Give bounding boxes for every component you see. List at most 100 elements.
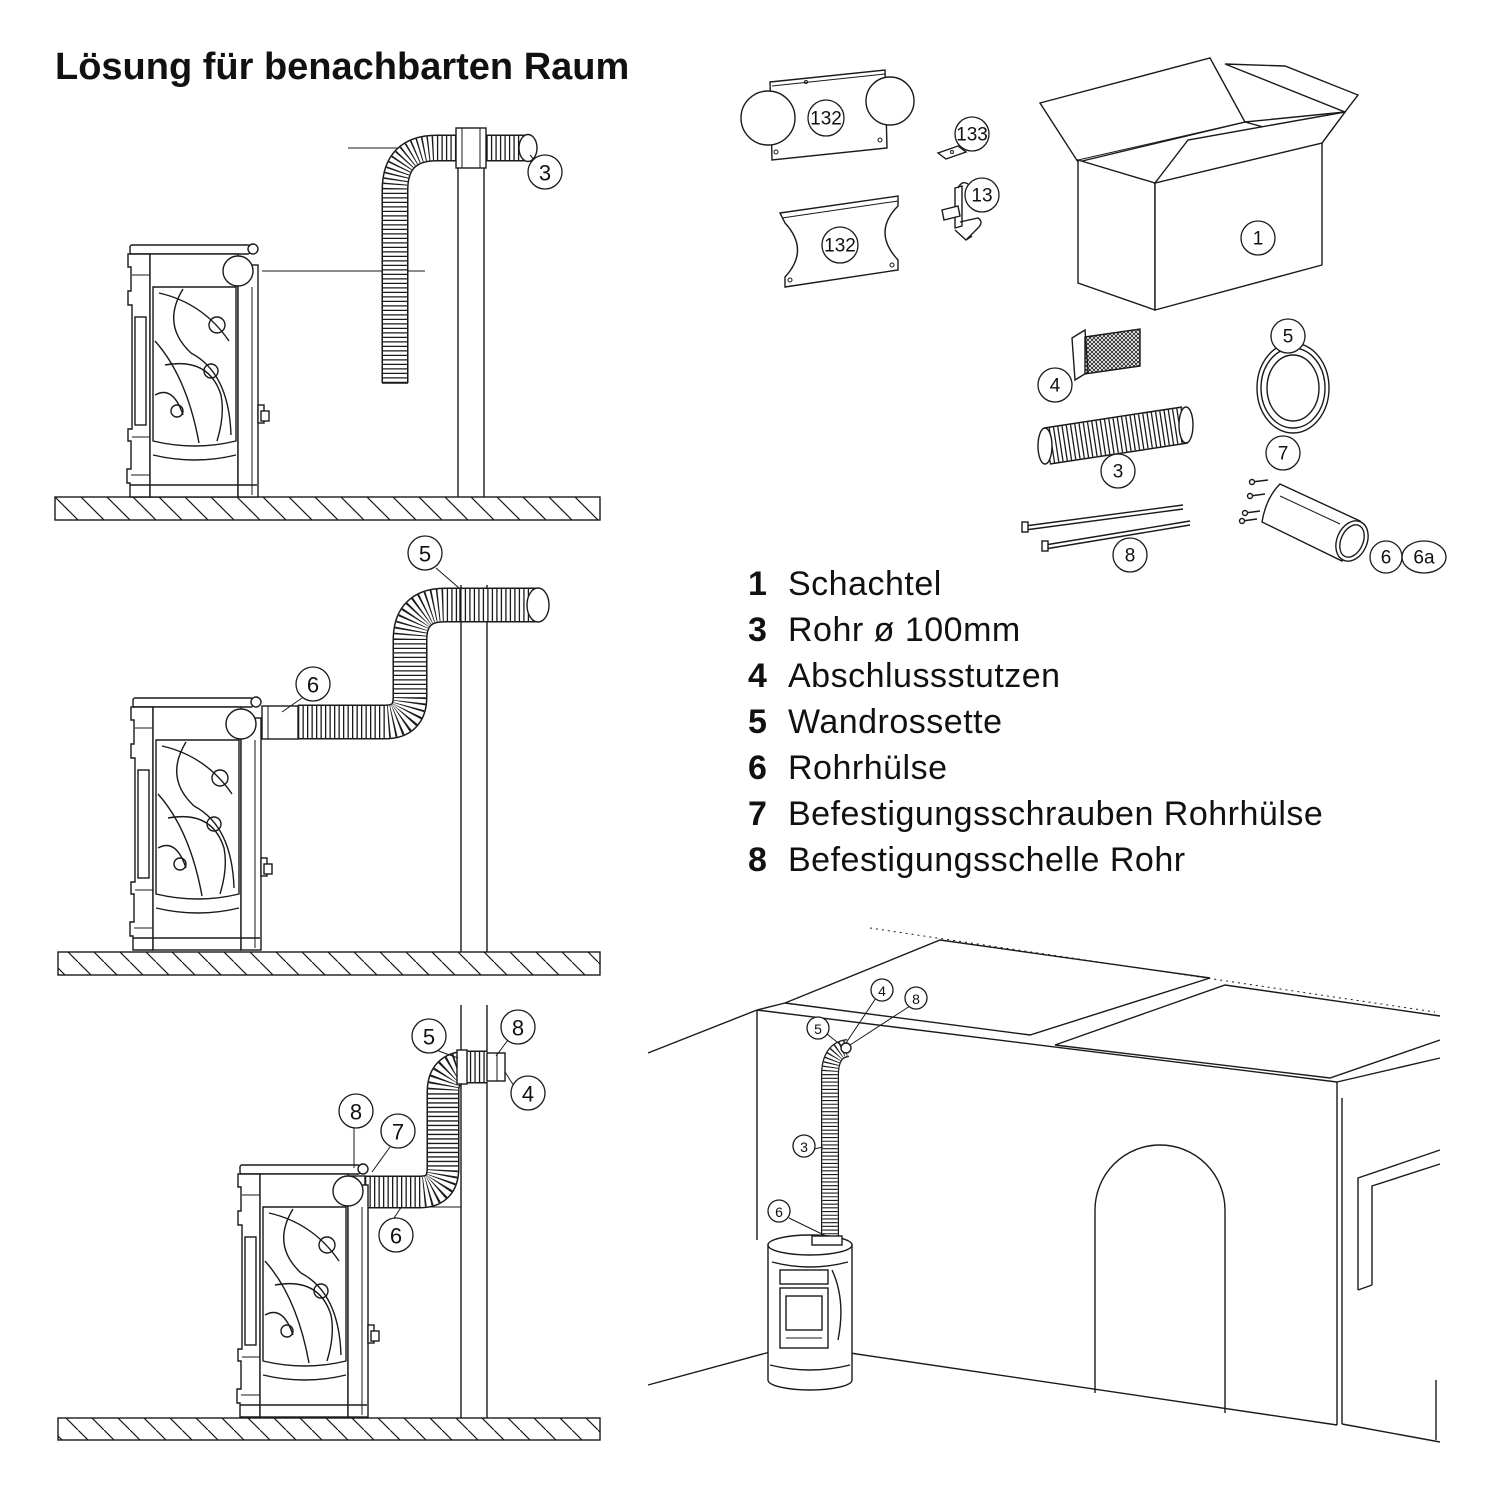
wall-rosette <box>455 127 487 169</box>
callout-terminal: 4 <box>1037 367 1073 403</box>
svg-text:5: 5 <box>814 1021 822 1037</box>
svg-text:8: 8 <box>512 1016 524 1041</box>
callout-terminal: 4 <box>870 978 894 1002</box>
floor <box>57 1417 601 1441</box>
svg-text:3: 3 <box>1113 462 1124 483</box>
flex-pipe-part <box>1038 407 1193 464</box>
terminal-outlet <box>486 1052 506 1082</box>
callout-wall-rosette: 5 <box>411 1018 447 1054</box>
callout-plate-1: 132 <box>807 99 845 137</box>
callout-terminal: 4 <box>510 1075 546 1111</box>
callout-pipe-sleeve: 6 <box>295 666 331 702</box>
callout-sleeve-screws: 7 <box>1265 435 1301 471</box>
callout-wall-rosette: 5 <box>806 1016 830 1040</box>
callout-wall-rosette: 5 <box>1270 318 1306 354</box>
svg-text:7: 7 <box>748 795 767 833</box>
svg-text:1: 1 <box>1253 229 1264 250</box>
hook-bracket <box>941 181 982 241</box>
svg-text:3: 3 <box>539 161 551 186</box>
legend-item: 3 Rohr ø 100mm <box>748 611 1021 649</box>
svg-text:3: 3 <box>748 611 767 649</box>
legend-item: 4 Abschlussstutzen <box>748 657 1061 695</box>
svg-text:Rohrhülse: Rohrhülse <box>788 749 947 787</box>
callout-box: 1 <box>1240 220 1276 256</box>
svg-text:8: 8 <box>350 1100 362 1125</box>
pipe-sleeve <box>261 705 299 740</box>
legend-item: 7 Befestigungsschrauben Rohrhülse <box>748 795 1323 833</box>
pipe-clamps <box>1021 504 1191 552</box>
callout-pipe-clamp: 8 <box>500 1009 536 1045</box>
stove <box>126 243 270 498</box>
side-view-1: 3 <box>54 127 601 521</box>
callout-small-bracket: 133 <box>954 116 990 152</box>
sleeve-screws <box>1238 478 1269 525</box>
callout-pipe-sleeve: 6 <box>378 1217 414 1253</box>
svg-text:5: 5 <box>419 542 431 567</box>
callout-hook-bracket: 13 <box>964 177 1000 213</box>
svg-text:8: 8 <box>748 841 767 879</box>
svg-text:Wandrossette: Wandrossette <box>788 703 1003 741</box>
side-view-2: 5 6 <box>57 535 601 976</box>
stove <box>129 696 273 951</box>
small-bracket <box>936 145 968 160</box>
svg-text:Rohr ø 100mm: Rohr ø 100mm <box>788 611 1021 649</box>
callout-pipe-clamp: 8 <box>904 986 928 1010</box>
floor <box>57 951 601 976</box>
callout-pipe: 3 <box>527 154 563 190</box>
box <box>1038 57 1360 311</box>
side-view-3: 5 8 4 8 7 6 <box>57 1005 601 1441</box>
floor <box>54 496 601 521</box>
svg-text:6: 6 <box>775 1204 783 1220</box>
legend-item: 1 Schachtel <box>748 565 941 603</box>
svg-text:Abschlussstutzen: Abschlussstutzen <box>788 657 1061 695</box>
wall-rosette-ring <box>1256 342 1330 434</box>
terminal-grille <box>1071 328 1141 382</box>
svg-text:6: 6 <box>307 673 319 698</box>
callout-pipe-clamp-2: 8 <box>338 1093 374 1129</box>
room-perspective-view: 4 8 5 3 6 <box>647 927 1441 1443</box>
svg-text:5: 5 <box>1283 327 1294 348</box>
svg-text:8: 8 <box>912 991 920 1007</box>
page-title: Lösung für benachbarten Raum <box>55 46 629 88</box>
svg-text:Befestigungsschelle Rohr: Befestigungsschelle Rohr <box>788 841 1186 879</box>
stove <box>236 1163 380 1418</box>
flex-pipe <box>830 1043 851 1238</box>
arched-doorway <box>1094 1144 1226 1413</box>
legend-item: 6 Rohrhülse <box>748 749 947 787</box>
svg-text:6a: 6a <box>1413 548 1435 569</box>
callout-pipe-sleeve-variant: 6a <box>1401 540 1447 574</box>
callout-pipe-sleeve: 6 <box>767 1199 791 1223</box>
legend: 1 Schachtel 3 Rohr ø 100mm 4 Abschlussst… <box>748 565 1323 879</box>
flex-pipe <box>298 587 549 722</box>
svg-text:8: 8 <box>1125 546 1136 567</box>
svg-text:5: 5 <box>423 1025 435 1050</box>
svg-text:6: 6 <box>748 749 767 787</box>
flex-pipe <box>382 133 537 384</box>
side-doorway <box>1357 1149 1441 1290</box>
callout-pipe-clamps: 8 <box>1112 537 1148 573</box>
wall-rosette <box>456 1049 468 1085</box>
svg-text:7: 7 <box>392 1120 404 1145</box>
svg-text:132: 132 <box>824 236 856 257</box>
callout-flex-pipe: 3 <box>792 1134 816 1158</box>
svg-text:3: 3 <box>800 1139 808 1155</box>
svg-text:4: 4 <box>878 983 886 999</box>
svg-text:133: 133 <box>956 125 988 146</box>
svg-text:4: 4 <box>522 1082 534 1107</box>
legend-item: 5 Wandrossette <box>748 703 1003 741</box>
callout-flex-pipe: 3 <box>1100 453 1136 489</box>
callout-sleeve-screws: 7 <box>380 1113 416 1149</box>
svg-text:4: 4 <box>1050 376 1061 397</box>
stove <box>767 1234 853 1391</box>
svg-text:6: 6 <box>1381 548 1392 569</box>
svg-text:7: 7 <box>1278 444 1289 465</box>
svg-text:5: 5 <box>748 703 767 741</box>
legend-item: 8 Befestigungsschelle Rohr <box>748 841 1186 879</box>
parts-overview: 132 132 133 <box>740 57 1447 574</box>
pipe-sleeve-part <box>1261 483 1369 562</box>
svg-text:13: 13 <box>971 186 992 207</box>
callout-pipe-sleeve: 6 <box>1369 540 1403 574</box>
svg-text:6: 6 <box>390 1224 402 1249</box>
svg-text:132: 132 <box>810 109 842 130</box>
